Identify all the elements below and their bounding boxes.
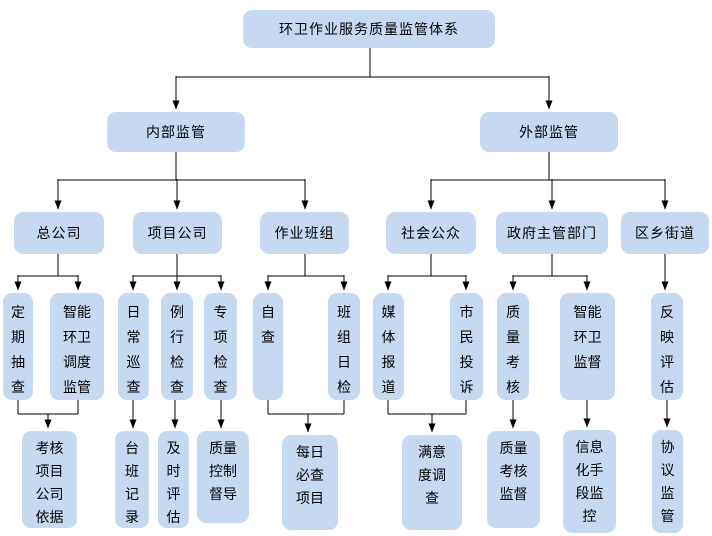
node-smart-sanitation-supervision: 智能环卫监督 bbox=[560, 293, 615, 400]
node-team-daily-check: 班组日检 bbox=[328, 293, 360, 400]
node-daily-patrol: 日常巡查 bbox=[118, 293, 149, 400]
node-social-public: 社会公众 bbox=[386, 212, 476, 254]
node-government-dept: 政府主管部门 bbox=[496, 212, 608, 254]
node-work-team: 作业班组 bbox=[260, 212, 349, 254]
node-head-office: 总公司 bbox=[14, 212, 104, 254]
node-root: 环卫作业服务质量监管体系 bbox=[243, 10, 495, 48]
node-internal-supervision: 内部监管 bbox=[107, 112, 245, 152]
node-quality-assessment-supervision: 质量考核监督 bbox=[487, 431, 540, 528]
node-quality-control-supervision: 质量控制督导 bbox=[197, 431, 249, 523]
node-daily-must-check-items: 每日必查项目 bbox=[282, 435, 338, 530]
node-routine-inspection: 例行检查 bbox=[161, 293, 193, 400]
node-self-check: 自查 bbox=[253, 293, 283, 400]
node-external-supervision: 外部监管 bbox=[480, 112, 618, 152]
node-satisfaction-survey: 满意度调查 bbox=[402, 435, 462, 530]
node-periodic-spot-check: 定期抽查 bbox=[3, 293, 33, 400]
node-district-street: 区乡街道 bbox=[621, 212, 709, 254]
node-citizen-complaint: 市民投诉 bbox=[450, 293, 483, 400]
node-assessment-basis: 考核项目公司依据 bbox=[22, 431, 77, 528]
node-feedback-evaluation: 反映评估 bbox=[651, 293, 683, 400]
node-it-monitoring: 信息化手段监控 bbox=[563, 430, 616, 533]
node-media-report: 媒体报道 bbox=[373, 293, 404, 400]
node-quality-assessment: 质量考核 bbox=[497, 293, 529, 400]
node-agreement-supervision: 协议监管 bbox=[652, 430, 683, 533]
node-smart-sanitation-dispatch: 智能环卫调度监管 bbox=[50, 293, 104, 400]
node-timely-evaluation: 及时评估 bbox=[158, 431, 189, 528]
node-shift-records: 台班记录 bbox=[115, 431, 149, 528]
node-special-inspection: 专项检查 bbox=[204, 293, 237, 400]
node-project-company: 项目公司 bbox=[133, 212, 222, 254]
